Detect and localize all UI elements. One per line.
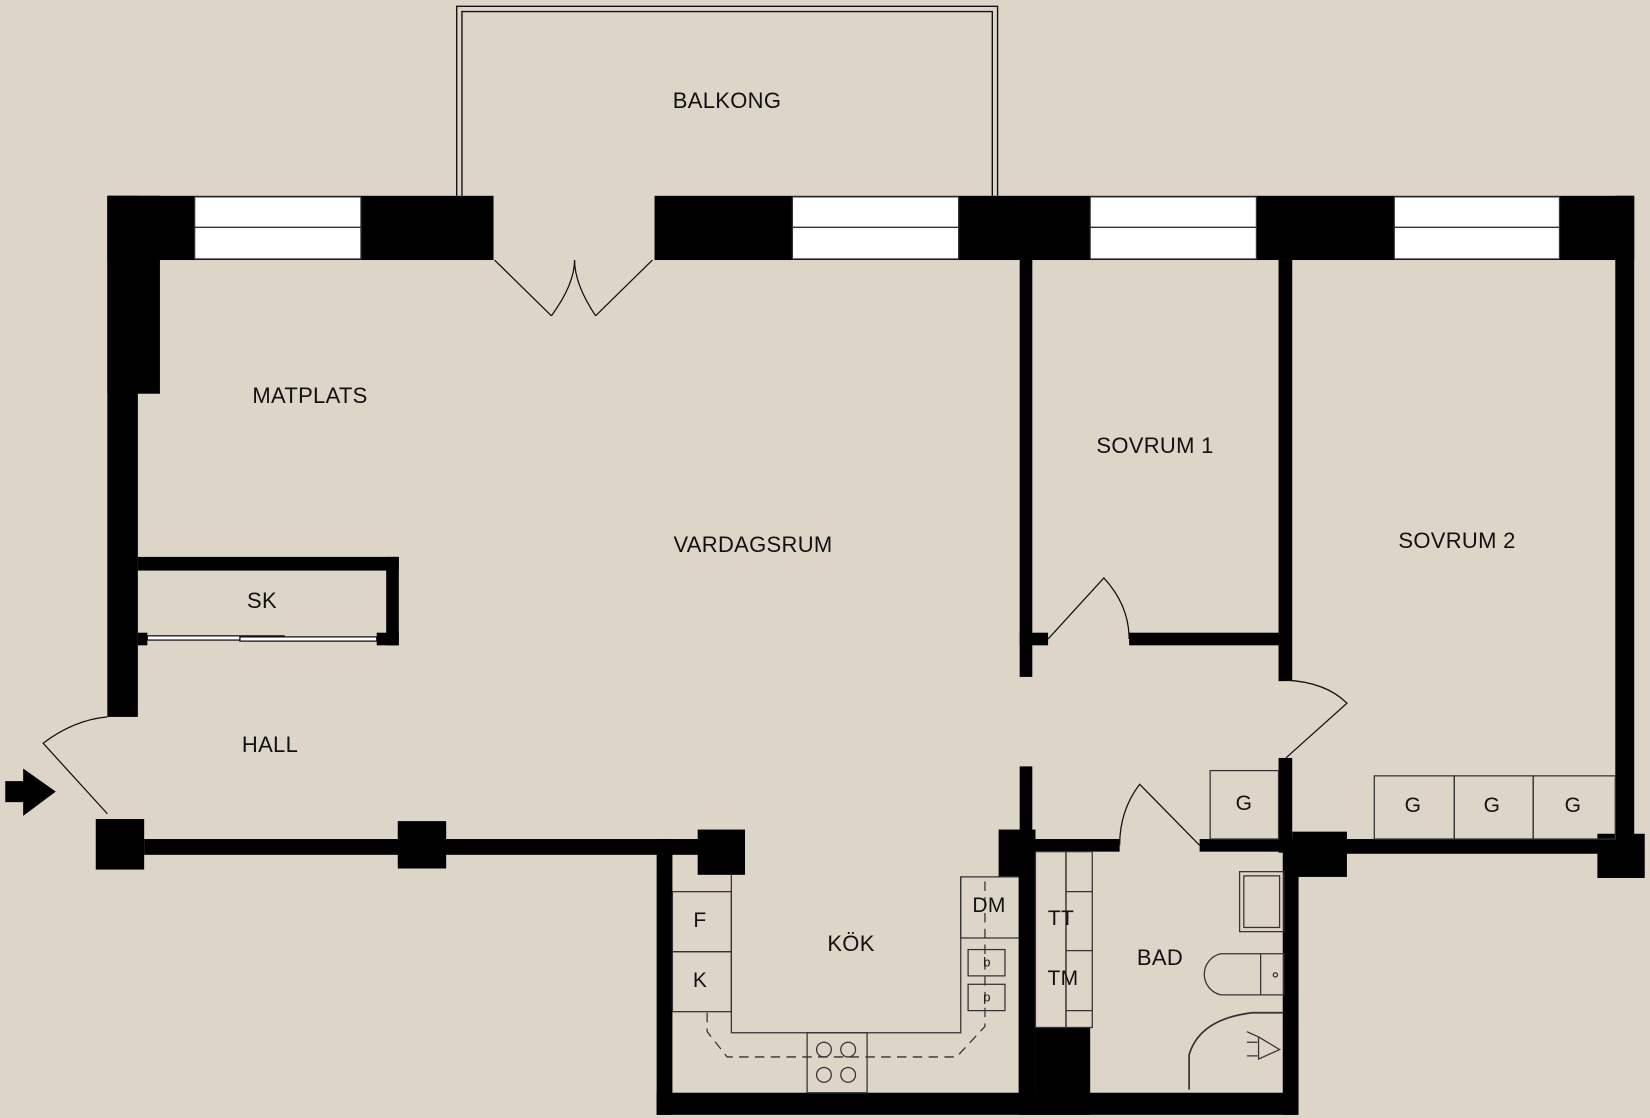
closet-label: G — [1404, 794, 1422, 817]
washing-machine-label: TM — [1047, 967, 1079, 990]
bath-fixtures — [1034, 851, 1285, 1090]
closet-label: G — [1235, 792, 1253, 815]
dishwasher-label: DM — [972, 894, 1006, 917]
room-label-bad: BAD — [1136, 945, 1184, 970]
room-label-matplats: MATPLATS — [252, 383, 368, 408]
room-label-balkong: BALKONG — [672, 88, 782, 113]
closets — [1209, 769, 1616, 840]
closet-label: G — [1483, 794, 1501, 817]
room-label-sovrum2: SOVRUM 2 — [1398, 528, 1516, 553]
entrance-arrow-icon — [5, 768, 56, 816]
kitchen-fixtures — [671, 874, 1019, 1094]
fridge-label: F — [693, 909, 707, 932]
room-label-kok: KÖK — [827, 931, 875, 956]
closet-label: G — [1564, 794, 1582, 817]
room-label-hall: HALL — [241, 732, 299, 757]
tumble-dryer-label: TT — [1047, 907, 1075, 930]
room-label-sovrum1: SOVRUM 1 — [1096, 433, 1214, 458]
doors — [42, 259, 1348, 846]
sink-label: p — [983, 989, 991, 1005]
room-label-vardagsrum: VARDAGSRUM — [673, 532, 833, 557]
room-label-sk: SK — [247, 588, 277, 613]
freezer-label: K — [692, 969, 708, 992]
balcony-outline — [456, 5, 999, 196]
sink-label: b — [983, 954, 991, 970]
walls — [95, 195, 1645, 1115]
windows — [194, 196, 1561, 260]
